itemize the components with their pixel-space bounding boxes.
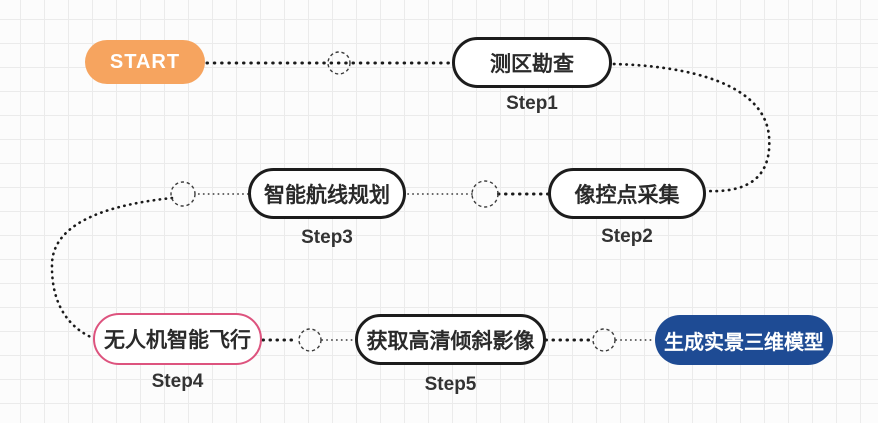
junction-circle-3 [170,181,196,207]
node-step3-route-planning[interactable]: 智能航线规划 [248,168,406,219]
node-step1-survey[interactable]: 测区勘查 [452,37,612,88]
step5-label: Step5 [424,374,477,395]
junction-circle-2 [471,180,499,208]
node-start[interactable]: START [85,40,205,84]
step4-label: Step4 [151,371,204,392]
node-step4-drone-flight[interactable]: 无人机智能飞行 [93,313,262,365]
step3-label: Step3 [301,227,353,248]
junction-circle-1 [327,51,351,75]
node-step5-oblique-imagery[interactable]: 获取高清倾斜影像 [355,314,546,365]
junction-circle-5 [592,328,616,352]
node-step2-control-points[interactable]: 像控点采集 [548,168,706,219]
step2-label: Step2 [601,226,653,247]
node-end-3d-model[interactable]: 生成实景三维模型 [655,315,833,365]
junction-circle-4 [298,328,322,352]
step1-label: Step1 [506,93,558,114]
